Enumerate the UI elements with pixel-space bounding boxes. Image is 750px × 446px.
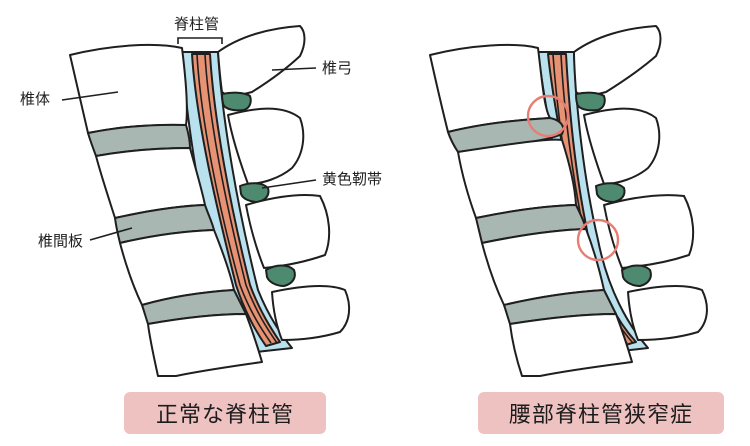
stenosis-spine bbox=[429, 25, 708, 377]
caption-stenosis: 腰部脊柱管狭窄症 bbox=[478, 392, 724, 434]
vertebral-arch bbox=[627, 284, 708, 341]
caption-normal-text: 正常な脊柱管 bbox=[155, 403, 294, 428]
label-vertebral-arch: 椎弓 bbox=[322, 59, 353, 77]
ligamentum-flavum bbox=[265, 264, 296, 287]
vertebral-arch bbox=[217, 25, 306, 96]
ligamentum-flavum bbox=[221, 91, 252, 112]
vertebral-arch bbox=[573, 25, 662, 96]
caption-stenosis-text: 腰部脊柱管狭窄症 bbox=[508, 403, 693, 428]
vertebral-body bbox=[147, 313, 263, 377]
compression-marker-upper bbox=[526, 94, 570, 138]
vertebral-arch bbox=[245, 194, 331, 269]
vertebral-body bbox=[69, 43, 188, 134]
vertebral-arch bbox=[583, 107, 661, 185]
vertebral-arch bbox=[271, 284, 351, 341]
leader-ligamentum-flavum bbox=[261, 179, 317, 189]
intervertebral-disc bbox=[447, 117, 565, 153]
leader-intervertebral-disc bbox=[89, 227, 133, 241]
normal-spine bbox=[69, 25, 351, 377]
label-ligamentum-flavum: 黄色靭帯 bbox=[322, 170, 383, 188]
nerve-bundle bbox=[191, 53, 281, 347]
spinal-canal-bracket bbox=[177, 37, 223, 44]
vertebral-arch bbox=[227, 107, 305, 185]
label-spinal-canal: 脊柱管 bbox=[174, 15, 220, 33]
ligamentum-flavum bbox=[575, 91, 606, 112]
label-intervertebral-disc: 椎間板 bbox=[38, 232, 84, 250]
vertebral-body bbox=[509, 313, 633, 377]
ligamentum-flavum bbox=[621, 264, 652, 287]
leader-vertebral-arch bbox=[271, 67, 317, 71]
label-vertebral-body: 椎体 bbox=[20, 90, 51, 108]
ligamentum-flavum bbox=[239, 182, 270, 203]
caption-normal: 正常な脊柱管 bbox=[124, 392, 326, 434]
ligamentum-flavum bbox=[595, 182, 626, 203]
compression-marker-lower bbox=[576, 218, 620, 262]
leader-vertebral-body bbox=[61, 91, 119, 101]
